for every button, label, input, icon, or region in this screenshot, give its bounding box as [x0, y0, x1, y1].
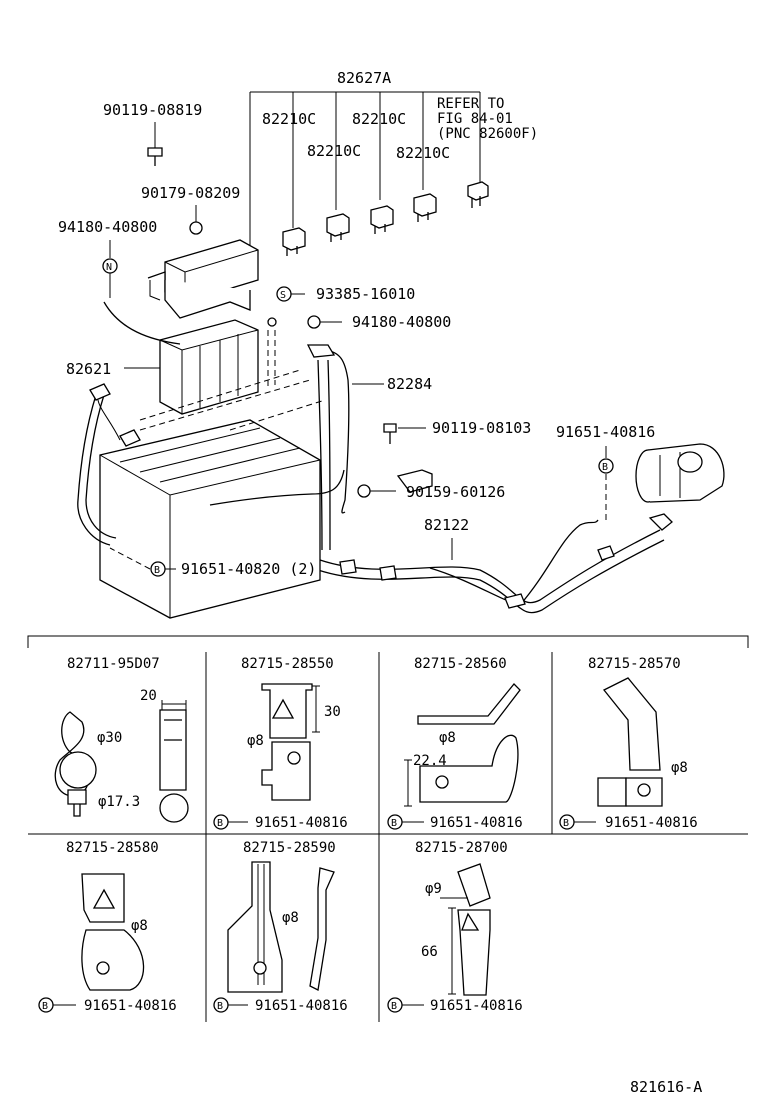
- detail-panel-3: 82715-28560 22.4 φ8: [404, 656, 521, 807]
- clamp-callout-2: B 91651-40816: [387, 814, 523, 831]
- svg-text:S: S: [280, 290, 286, 301]
- panel-1-ring-icon: [59, 751, 97, 789]
- label-nut-right: 94180-40800: [352, 313, 451, 331]
- label-bolt-top: 90119-08819: [103, 101, 202, 119]
- panel-3-dim-2: φ8: [439, 730, 456, 746]
- panel-2-dim-1: 30: [324, 704, 341, 720]
- label-fuse-block: 82621: [66, 360, 111, 378]
- panel-4-title: 82715-28570: [588, 656, 681, 672]
- bolt-mid-icon: [383, 423, 397, 444]
- clamp-callout-3: B 91651-40816: [559, 814, 698, 831]
- label-bolt-lower: 90159-60126: [406, 483, 505, 501]
- panel-6-title: 82715-28590: [243, 840, 336, 856]
- panel-5-dim-1: φ8: [131, 918, 148, 934]
- clamp-callout-6: B 91651-40816: [387, 997, 523, 1014]
- label-nut-top: 90179-08209: [141, 184, 240, 202]
- refer-note-line2: FIG 84-01: [437, 111, 513, 127]
- detail-panel-2: 82715-28550 30 φ8: [241, 656, 341, 801]
- nut-icon: [189, 221, 203, 235]
- starter-motor-icon: [635, 443, 725, 503]
- panel-1-dim-3: φ17.3: [98, 794, 140, 810]
- panel-1-dim-1: 20: [140, 688, 157, 704]
- cable-82284-icon: [306, 344, 350, 551]
- clamp-callout-5-label: 91651-40816: [255, 998, 348, 1014]
- panel-3-dim-1: 22.4: [413, 753, 447, 769]
- refer-note-line1: REFER TO: [437, 96, 504, 112]
- figure-id: 821616-A: [630, 1078, 702, 1096]
- panel-7-dim-2: 66: [421, 944, 438, 960]
- detail-panel-6: 82715-28590 φ8: [227, 840, 336, 993]
- label-bolt-mid: 90119-08103: [432, 419, 531, 437]
- svg-text:B: B: [391, 818, 397, 829]
- clamp-callout-4: B 91651-40816: [38, 997, 177, 1014]
- svg-text:B: B: [217, 1001, 223, 1012]
- svg-text:B: B: [563, 818, 569, 829]
- svg-text:B: B: [42, 1001, 48, 1012]
- label-fuse-4: 82210C: [396, 144, 450, 162]
- label-fuse-1: 82210C: [262, 110, 316, 128]
- clamp-callout-1: B 91651-40816: [213, 814, 348, 831]
- refer-note: REFER TO FIG 84-01 (PNC 82600F): [437, 96, 538, 142]
- label-fuse-2: 82210C: [352, 110, 406, 128]
- symbol-s-icon: S: [276, 286, 292, 302]
- detail-panel-4: 82715-28570 φ8: [588, 656, 688, 807]
- detail-grid: [27, 635, 749, 1022]
- panel-2-dim-2: φ8: [247, 733, 264, 749]
- panel-7-dim-1: φ9: [425, 881, 442, 897]
- label-fuse-3: 82210C: [307, 142, 361, 160]
- detail-panel-7: 82715-28700 66 φ9: [415, 840, 508, 996]
- clamp-callout-3-label: 91651-40816: [605, 815, 698, 831]
- panel-1-title: 82711-95D07: [67, 656, 160, 672]
- svg-text:B: B: [154, 565, 160, 576]
- label-wire-harness: 82122: [424, 516, 469, 534]
- small-screw-icon: [267, 317, 277, 327]
- callout-82627A: 82627A: [249, 69, 481, 272]
- label-clamp-n: 94180-40800: [58, 218, 157, 236]
- fuse-icons: [282, 181, 489, 256]
- clamp-callout-5: B 91651-40816: [213, 997, 348, 1014]
- detail-panel-5: 82715-28580 φ8: [66, 840, 159, 991]
- label-clamp-b-bottom: 91651-40820 (2): [181, 560, 316, 578]
- label-clamp-b-right: 91651-40816: [556, 423, 655, 441]
- label-screw-s: 93385-16010: [316, 285, 415, 303]
- panel-3-title: 82715-28560: [414, 656, 507, 672]
- label-cable-82284: 82284: [387, 375, 432, 393]
- clamp-callout-1-label: 91651-40816: [255, 815, 348, 831]
- label-82627A: 82627A: [337, 69, 391, 87]
- fuse-block-icon: [159, 319, 259, 415]
- panel-7-title: 82715-28700: [415, 840, 508, 856]
- refer-note-line3: (PNC 82600F): [437, 126, 538, 142]
- battery-icon: [77, 383, 321, 619]
- bolt-icon: [147, 147, 163, 166]
- nut-right-icon: [307, 315, 321, 329]
- relay-block-icon: [147, 239, 259, 319]
- panel-2-title: 82715-28550: [241, 656, 334, 672]
- svg-text:N: N: [106, 262, 112, 273]
- bolt-lower-icon: [357, 469, 433, 498]
- svg-text:B: B: [217, 818, 223, 829]
- clamp-callout-6-label: 91651-40816: [430, 998, 523, 1014]
- panel-4-dim-1: φ8: [671, 760, 688, 776]
- panel-6-dim-1: φ8: [282, 910, 299, 926]
- panel-5-title: 82715-28580: [66, 840, 159, 856]
- svg-text:B: B: [391, 1001, 397, 1012]
- symbol-n-icon: N: [102, 258, 118, 274]
- detail-panel-1: 82711-95D07 20 φ30 φ17.3: [54, 656, 189, 823]
- clamp-callout-2-label: 91651-40816: [430, 815, 523, 831]
- svg-text:B: B: [602, 462, 608, 473]
- symbol-b-bottom-icon: B: [150, 561, 166, 577]
- clamp-callout-4-label: 91651-40816: [84, 998, 177, 1014]
- panel-1-dim-2: φ30: [97, 730, 122, 746]
- symbol-b-right-icon: B: [598, 458, 614, 474]
